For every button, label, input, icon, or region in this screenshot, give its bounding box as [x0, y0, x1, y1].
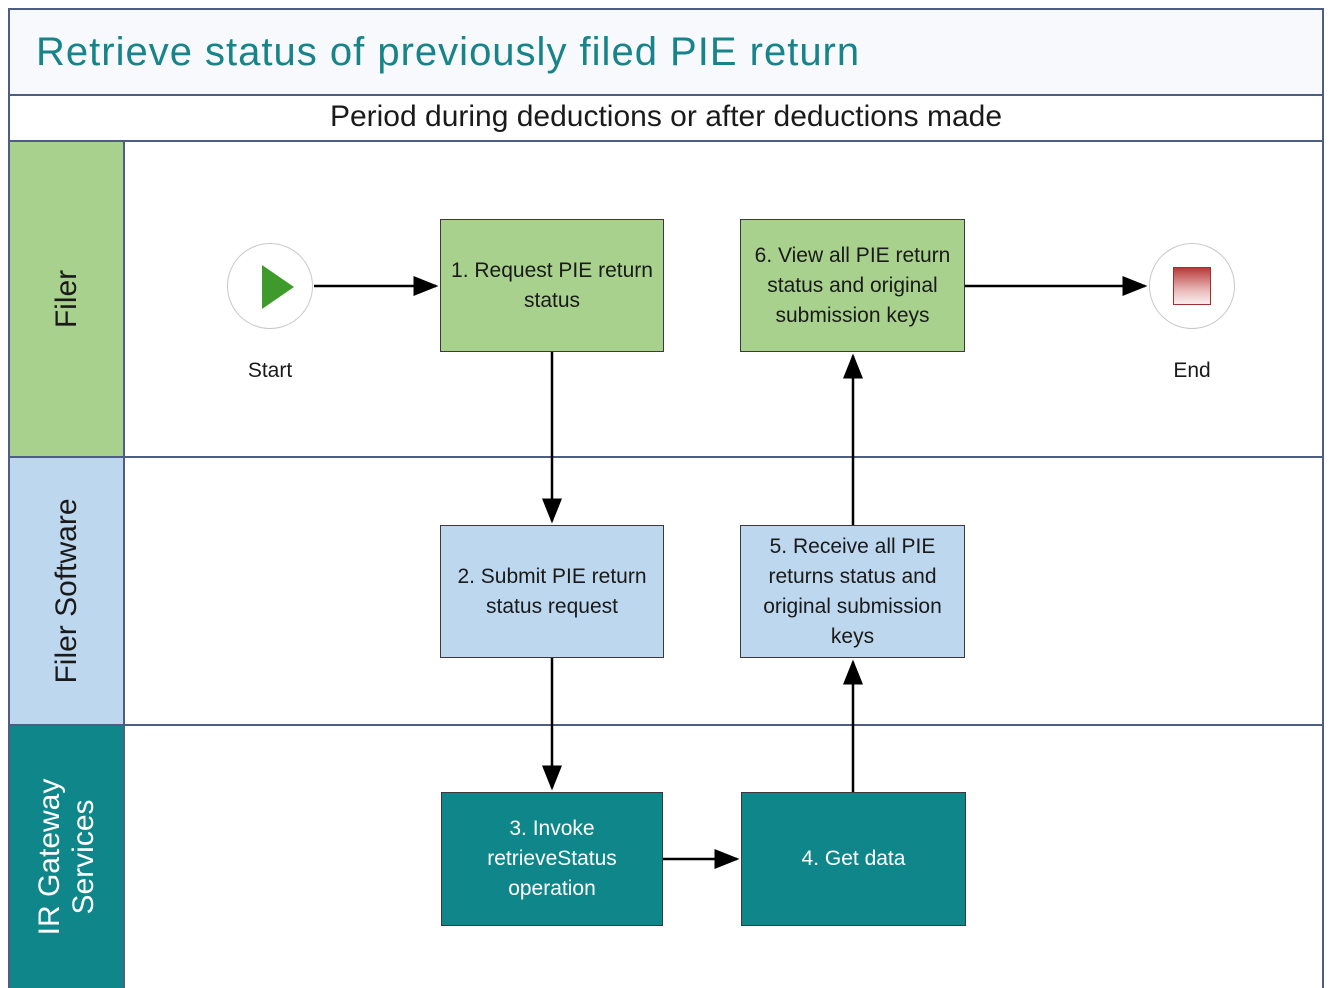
- lane-header-ir-gateway-services: IR Gateway Services: [10, 726, 125, 988]
- play-icon: [262, 265, 294, 309]
- lane-filer-software: Filer Software: [8, 458, 1324, 726]
- step-2-submit-request: 2. Submit PIE return status request: [440, 525, 664, 658]
- step-5-receive-status: 5. Receive all PIE returns status and or…: [740, 525, 965, 658]
- phase-header: Period during deductions or after deduct…: [8, 96, 1324, 142]
- step-6-view-status: 6. View all PIE return status and origin…: [740, 219, 965, 352]
- title-bar: Retrieve status of previously filed PIE …: [8, 8, 1324, 96]
- step-4-get-data: 4. Get data: [741, 792, 966, 926]
- diagram-title: Retrieve status of previously filed PIE …: [36, 30, 861, 74]
- step-3-invoke-operation: 3. Invoke retrieveStatus operation: [441, 792, 663, 926]
- start-event-label: Start: [247, 359, 293, 382]
- stop-icon: [1173, 267, 1211, 305]
- lane-label-ir-gateway-services: IR Gateway Services: [32, 778, 100, 936]
- lane-ir-gateway-services: IR Gateway Services: [8, 726, 1324, 988]
- step-1-request-status: 1. Request PIE return status: [440, 219, 664, 352]
- lane-header-filer-software: Filer Software: [10, 458, 125, 724]
- end-event-label: End: [1173, 359, 1211, 382]
- lane-label-filer: Filer: [49, 269, 83, 329]
- start-event: [227, 243, 313, 329]
- phase-label: Period during deductions or after deduct…: [329, 100, 1003, 133]
- end-event: [1149, 243, 1235, 329]
- lane-filer: Filer: [8, 142, 1324, 458]
- lane-label-filer-software: Filer Software: [49, 498, 83, 684]
- lane-header-filer: Filer: [10, 142, 125, 456]
